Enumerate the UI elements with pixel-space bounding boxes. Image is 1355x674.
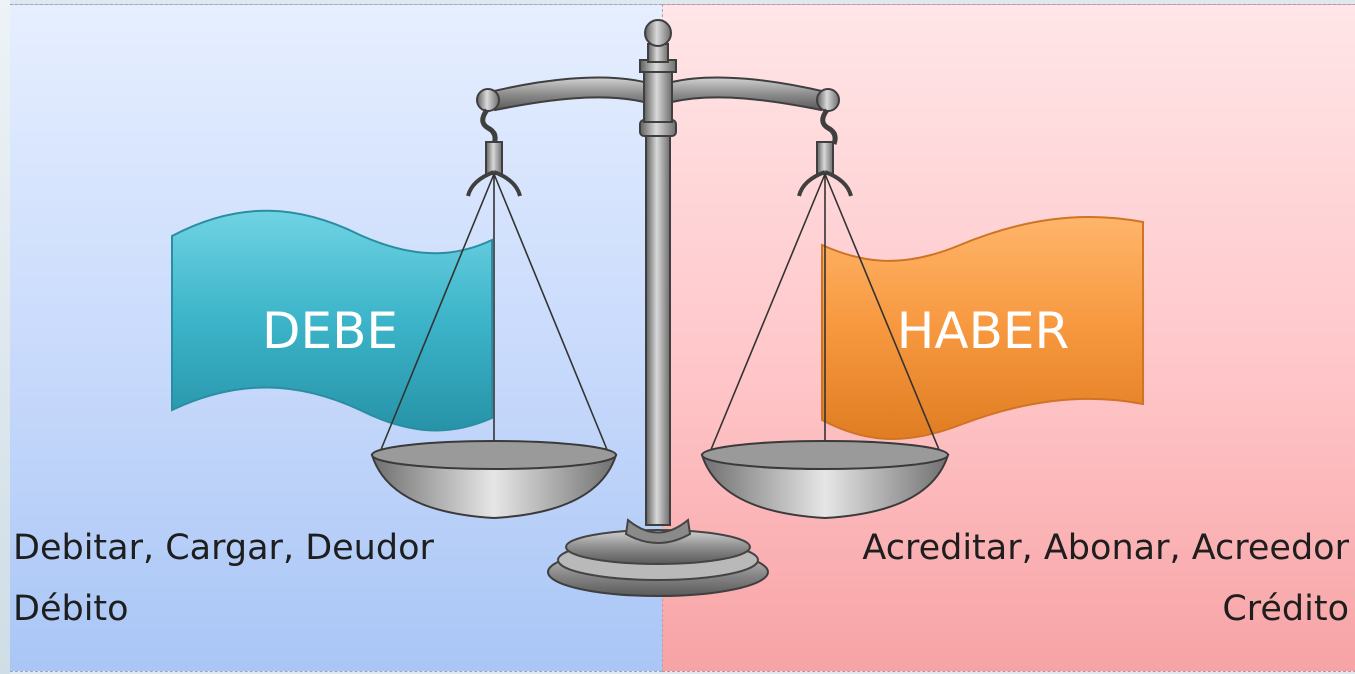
scale-pillar [639,19,677,526]
left-pan-hanger [379,141,609,458]
haber-banner: HABER [821,215,1144,440]
debe-caption-line1: Debitar, Cargar, Deudor [13,528,434,568]
debe-banner-label: DEBE [262,302,398,360]
haber-banner-label: HABER [897,302,1069,360]
slide-edge [0,0,10,674]
left-scale-pan [370,440,618,520]
haber-caption-line1: Acreditar, Abonar, Acreedor [862,528,1349,568]
debe-banner: DEBE [171,209,493,432]
right-pan-hanger [709,141,941,458]
scale-base [547,518,769,597]
debe-caption-line2: Débito [13,589,129,629]
right-scale-pan [700,440,950,520]
haber-caption-line2: Crédito [1222,589,1349,629]
scale-beam [476,76,840,145]
